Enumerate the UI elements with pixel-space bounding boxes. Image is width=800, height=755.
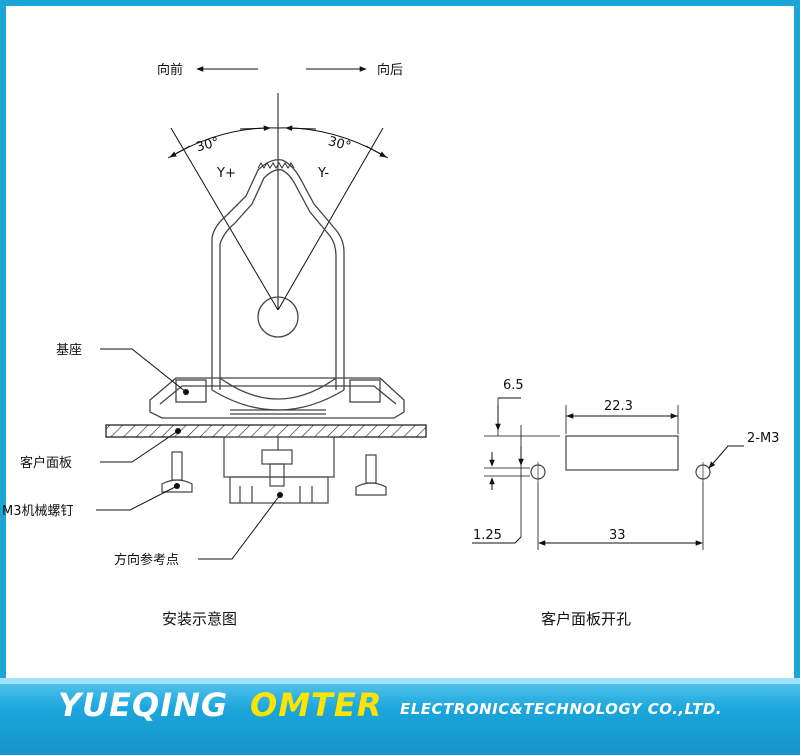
cutout-dimension-arrows [472, 397, 744, 546]
dim-6-5: 6.5 [503, 378, 524, 393]
ref-point-label: 方向参考点 [114, 552, 179, 568]
panel-label: 客户面板 [20, 455, 72, 471]
angle-right-label: 30° [326, 134, 352, 154]
forward-label: 向前 [157, 62, 183, 78]
customer-panel [105, 424, 427, 438]
base-label: 基座 [56, 343, 82, 358]
angle-arrows [169, 125, 387, 158]
drawing-area [6, 6, 794, 678]
technical-drawing: 向前 向后 30° 30° Y+ Y- [2, 62, 779, 628]
device-base [149, 377, 405, 419]
screw-right [355, 454, 387, 496]
brand-name-part2: OMTER [250, 686, 383, 724]
leader-lines [96, 348, 281, 560]
company-banner: YUEQING OMTER ELECTRONIC&TECHNOLOGY CO.,… [0, 678, 800, 755]
y-minus-label: Y- [317, 166, 329, 181]
backward-label: 向后 [377, 62, 403, 78]
cutout-shapes [530, 435, 711, 482]
brand-name-part1: YUEQING [58, 686, 229, 724]
cutout-extension-lines [484, 398, 704, 550]
banner-highlight [0, 678, 800, 684]
angle-left-label: 30° [195, 135, 221, 155]
screw-left [161, 451, 193, 493]
company-tagline: ELECTRONIC&TECHNOLOGY CO.,LTD. [400, 700, 723, 718]
dim-2-m3: 2-M3 [747, 431, 779, 446]
dim-22-3: 22.3 [604, 399, 633, 414]
screw-label: M3机械螺钉 [2, 504, 74, 519]
dim-33: 33 [609, 528, 626, 543]
install-caption: 安装示意图 [162, 610, 237, 628]
y-plus-label: Y+ [216, 166, 236, 181]
angle-lines [167, 93, 389, 311]
connector-body [223, 436, 335, 504]
cutout-caption: 客户面板开孔 [541, 610, 631, 628]
dim-1-25: 1.25 [473, 528, 502, 543]
